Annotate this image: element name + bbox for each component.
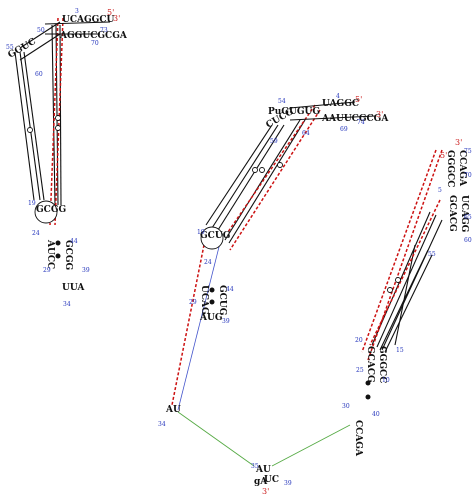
num-50-1: 50 xyxy=(37,27,45,34)
num-29-2: 29 xyxy=(189,299,197,306)
stem-c-1: GCGG xyxy=(63,240,73,270)
num-10-3: 10 xyxy=(382,377,390,384)
num-60-1: 60 xyxy=(35,71,43,78)
num-39-2: 39 xyxy=(222,318,230,325)
num-39-1: 39 xyxy=(82,267,90,274)
num-55-1: 55 xyxy=(6,44,14,51)
num-34-2: 34 xyxy=(158,421,166,428)
num-54-2: 54 xyxy=(278,98,286,105)
three-prime-label-1: 3' xyxy=(113,14,120,23)
seq-bottom-1: AGGUCGCGA xyxy=(59,31,128,41)
helix-lines-1 xyxy=(14,17,64,226)
top-arm-2 xyxy=(289,101,376,121)
loop-2: AUG xyxy=(199,313,223,323)
num-24-1: 24 xyxy=(32,230,40,237)
num-44-1: 44 xyxy=(70,238,78,245)
num-74-2: 74 xyxy=(357,119,365,126)
stem-loop-2: GCUG UCAG GCUG AUG xyxy=(199,226,230,323)
num-69-2: 69 xyxy=(340,126,348,133)
seq-top-2: UAGGC xyxy=(322,99,359,109)
structure-3: GGGCC CCAGA GCACG UCAGG 5' 3' 75 70 65 6… xyxy=(342,138,472,457)
stem-loop-1: GCGG AUCC GCGG UUA xyxy=(34,200,85,293)
num-5-3: 5 xyxy=(438,187,442,194)
pair-ring xyxy=(27,127,33,133)
helix-lines-3 xyxy=(361,149,443,361)
stem-c-2: GCUG xyxy=(217,285,227,315)
num-64-2: 64 xyxy=(302,130,310,137)
bottom-loop: AU gA UC 35 39 3' xyxy=(177,411,351,496)
loop-seq-b: gA xyxy=(254,477,268,487)
stem-a-1: GCGG xyxy=(36,205,66,215)
pair-ring xyxy=(55,115,61,121)
num-4-2: 4 xyxy=(336,93,340,100)
num-30-3: 30 xyxy=(342,403,350,410)
num-34-1: 34 xyxy=(63,301,71,308)
three-prime-label-3: 3' xyxy=(455,138,462,147)
col-c-3: GCACG xyxy=(447,195,457,232)
num-70-3: 70 xyxy=(464,172,472,179)
stem-b-1: AUCC xyxy=(45,239,55,269)
five-prime-label-1: 5' xyxy=(107,8,114,17)
num-44-2: 44 xyxy=(226,286,234,293)
stem-b-3: GGGCC xyxy=(377,346,387,383)
col-a-3: GGGCC xyxy=(445,150,455,187)
num-25-3: 25 xyxy=(356,367,364,374)
num-39-loop: 39 xyxy=(284,480,292,487)
num-75-3: 75 xyxy=(464,148,472,155)
col-d-3: UCAGG xyxy=(459,195,469,232)
num-3-1: 3 xyxy=(75,8,79,15)
num-73-1: 73 xyxy=(100,27,108,34)
seq-bottom-2: AAUUCGCGA xyxy=(321,114,389,124)
num-24-2: 24 xyxy=(204,259,212,266)
loop-1: UUA xyxy=(62,283,85,293)
pair-ring xyxy=(55,125,61,131)
three-prime-label-loop: 3' xyxy=(262,487,269,496)
seq-top-1: UCAGGCU xyxy=(62,15,115,25)
five-prime-label-3: 5' xyxy=(440,151,447,160)
loop-seq-a: AU xyxy=(255,465,271,475)
loop-seq-c: UC xyxy=(264,475,279,485)
col-b-3: CCAGA xyxy=(457,150,467,187)
five-prime-label-2: 5' xyxy=(355,95,362,104)
num-65-3: 65 xyxy=(464,214,472,221)
stem-loop-3: GCACG GGGCC CCAGA xyxy=(353,346,387,457)
helix-lines-2 xyxy=(171,104,321,411)
stem-b-2: UCAG xyxy=(199,285,209,315)
structure-2: UAGGC AAUUCGCGA PuGUGUG CUCG 5' 3' 4 54 … xyxy=(158,93,389,428)
num-20-3: 20 xyxy=(355,337,363,344)
branch-2: AU xyxy=(165,405,181,415)
num-55-3: 55 xyxy=(428,251,436,258)
stem-c-3: CCAGA xyxy=(353,420,363,457)
num-59-2: 59 xyxy=(270,138,278,145)
num-40-3: 40 xyxy=(372,411,380,418)
num-19-1: 19 xyxy=(28,200,36,207)
num-70-1: 70 xyxy=(91,40,99,47)
stem-a-2: GCUG xyxy=(200,231,230,241)
structure-1: UCAGGCU AGGUCGCGA 5' 3' GGUC 3 50 55 60 … xyxy=(6,8,128,308)
seq-left-2: PuGUGUG xyxy=(268,107,320,117)
num-35-loop: 35 xyxy=(251,463,259,470)
three-prime-label-2: 3' xyxy=(376,110,383,119)
num-29-1: 29 xyxy=(43,267,51,274)
top-arm-1 xyxy=(19,21,111,61)
num-15-3: 15 xyxy=(396,347,404,354)
num-60-3: 60 xyxy=(464,237,472,244)
stem-a-3: GCACG xyxy=(365,346,375,383)
num-19-2: 19 xyxy=(197,229,205,236)
